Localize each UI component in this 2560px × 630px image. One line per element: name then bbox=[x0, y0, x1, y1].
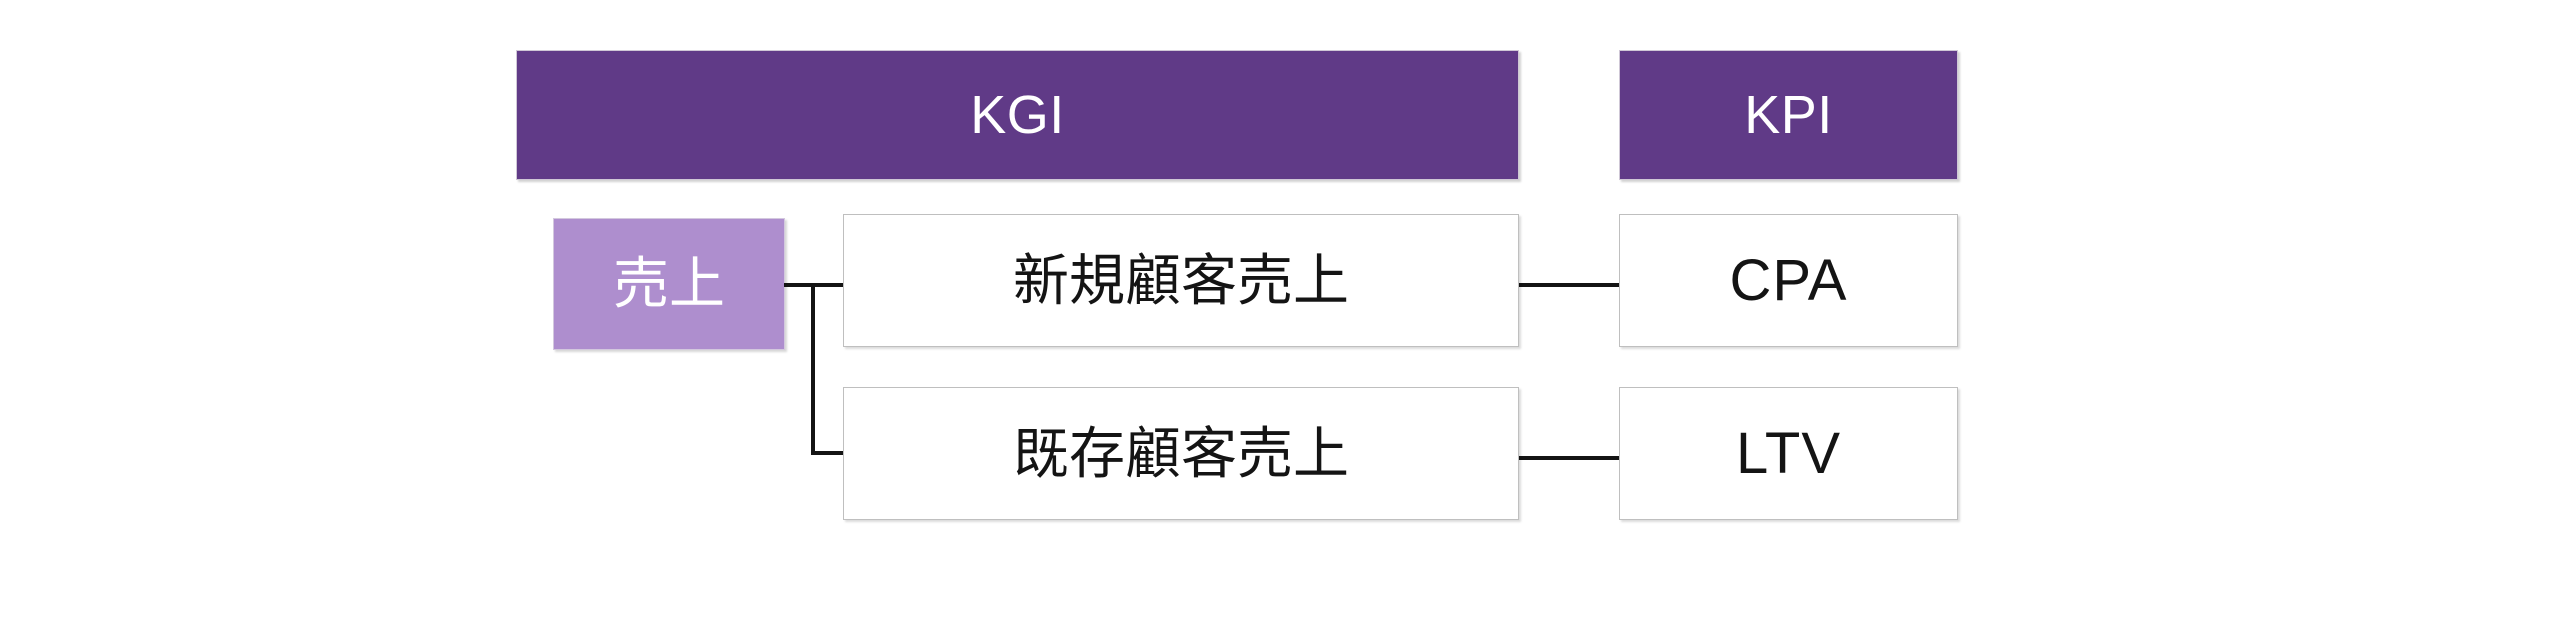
column-header-kgi: KGI bbox=[516, 50, 1519, 180]
connector-trunk-vertical bbox=[811, 283, 815, 455]
node-existing-customer-sales: 既存顧客売上 bbox=[843, 387, 1519, 520]
node-ltv-label: LTV bbox=[1735, 420, 1842, 486]
connector-branch-to-new-sales bbox=[811, 283, 845, 287]
root-node-sales: 売上 bbox=[553, 218, 785, 350]
node-ltv: LTV bbox=[1619, 387, 1958, 520]
node-cpa: CPA bbox=[1619, 214, 1958, 347]
node-cpa-label: CPA bbox=[1729, 247, 1848, 313]
column-header-kpi-label: KPI bbox=[1744, 85, 1833, 145]
root-node-sales-label: 売上 bbox=[613, 252, 725, 315]
node-new-customer-sales: 新規顧客売上 bbox=[843, 214, 1519, 347]
node-existing-customer-sales-label: 既存顧客売上 bbox=[1013, 421, 1349, 485]
connector-branch-to-existing-sales bbox=[811, 451, 845, 455]
column-header-kgi-label: KGI bbox=[970, 85, 1065, 145]
connector-new-sales-to-cpa bbox=[1519, 283, 1620, 287]
node-new-customer-sales-label: 新規顧客売上 bbox=[1013, 248, 1349, 312]
connector-existing-sales-to-ltv bbox=[1519, 456, 1620, 460]
column-header-kpi: KPI bbox=[1619, 50, 1958, 180]
